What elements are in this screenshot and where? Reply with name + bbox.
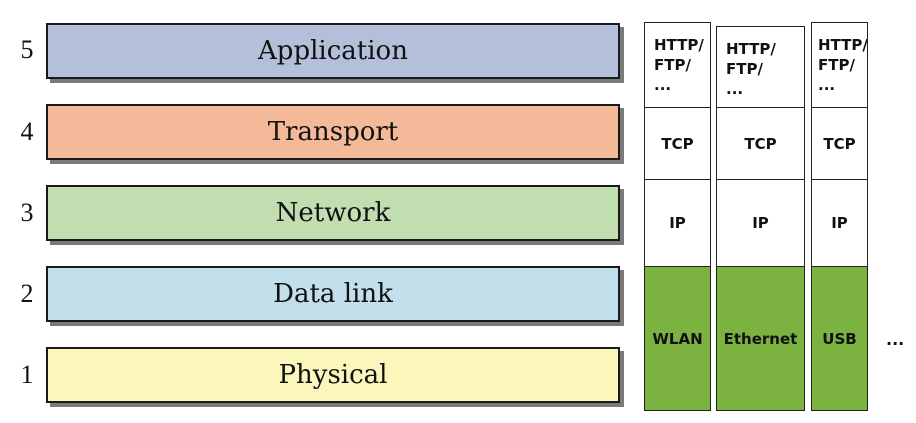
layer-bar-network: Network	[46, 185, 620, 241]
stack-2-link-box: Ethernet	[716, 266, 805, 411]
stack-1-application-box: HTTP/ FTP/ ...	[644, 22, 711, 108]
stack-1-link-label: WLAN	[652, 329, 703, 348]
stack-3-application-box: HTTP/ FTP/ ...	[811, 22, 868, 108]
layer-number-1: 1	[20, 360, 34, 389]
stack-3-network-box: IP	[811, 179, 868, 267]
stack-3-network-label: IP	[831, 214, 848, 232]
stack-2-transport-box: TCP	[716, 107, 805, 180]
stack-3-transport-label: TCP	[823, 134, 856, 153]
layer-bar-physical: Physical	[46, 347, 620, 403]
stack-3-transport-box: TCP	[811, 107, 868, 180]
layer-label-physical: Physical	[278, 360, 388, 390]
layer-number-4: 4	[20, 117, 34, 146]
layer-number-3: 3	[20, 198, 34, 227]
stack-3-link-box: USB	[811, 266, 868, 411]
stack-2-transport-label: TCP	[744, 134, 777, 153]
layer-label-transport: Transport	[267, 117, 399, 147]
layer-bar-application: Application	[46, 23, 620, 79]
stack-1-network-label: IP	[669, 214, 686, 232]
stack-2-network-box: IP	[716, 179, 805, 267]
layer-bar-transport: Transport	[46, 104, 620, 160]
stack-2-link-label: Ethernet	[723, 329, 798, 348]
layer-label-application: Application	[258, 36, 408, 66]
stack-1-transport-label: TCP	[661, 134, 694, 153]
stack-1-network-box: IP	[644, 179, 711, 267]
layer-number-2: 2	[20, 279, 34, 308]
layer-bar-data-link: Data link	[46, 266, 620, 322]
stack-3-link-label: USB	[822, 329, 857, 348]
stack-1-transport-box: TCP	[644, 107, 711, 180]
layer-number-5: 5	[20, 35, 34, 64]
stack-2-application-box: HTTP/ FTP/ ...	[716, 26, 805, 108]
layer-label-network: Network	[275, 198, 391, 228]
layer-label-data-link: Data link	[273, 279, 393, 309]
more-stacks-ellipsis: ...	[886, 330, 905, 349]
stack-2-network-label: IP	[752, 214, 769, 232]
stack-1-link-box: WLAN	[644, 266, 711, 411]
